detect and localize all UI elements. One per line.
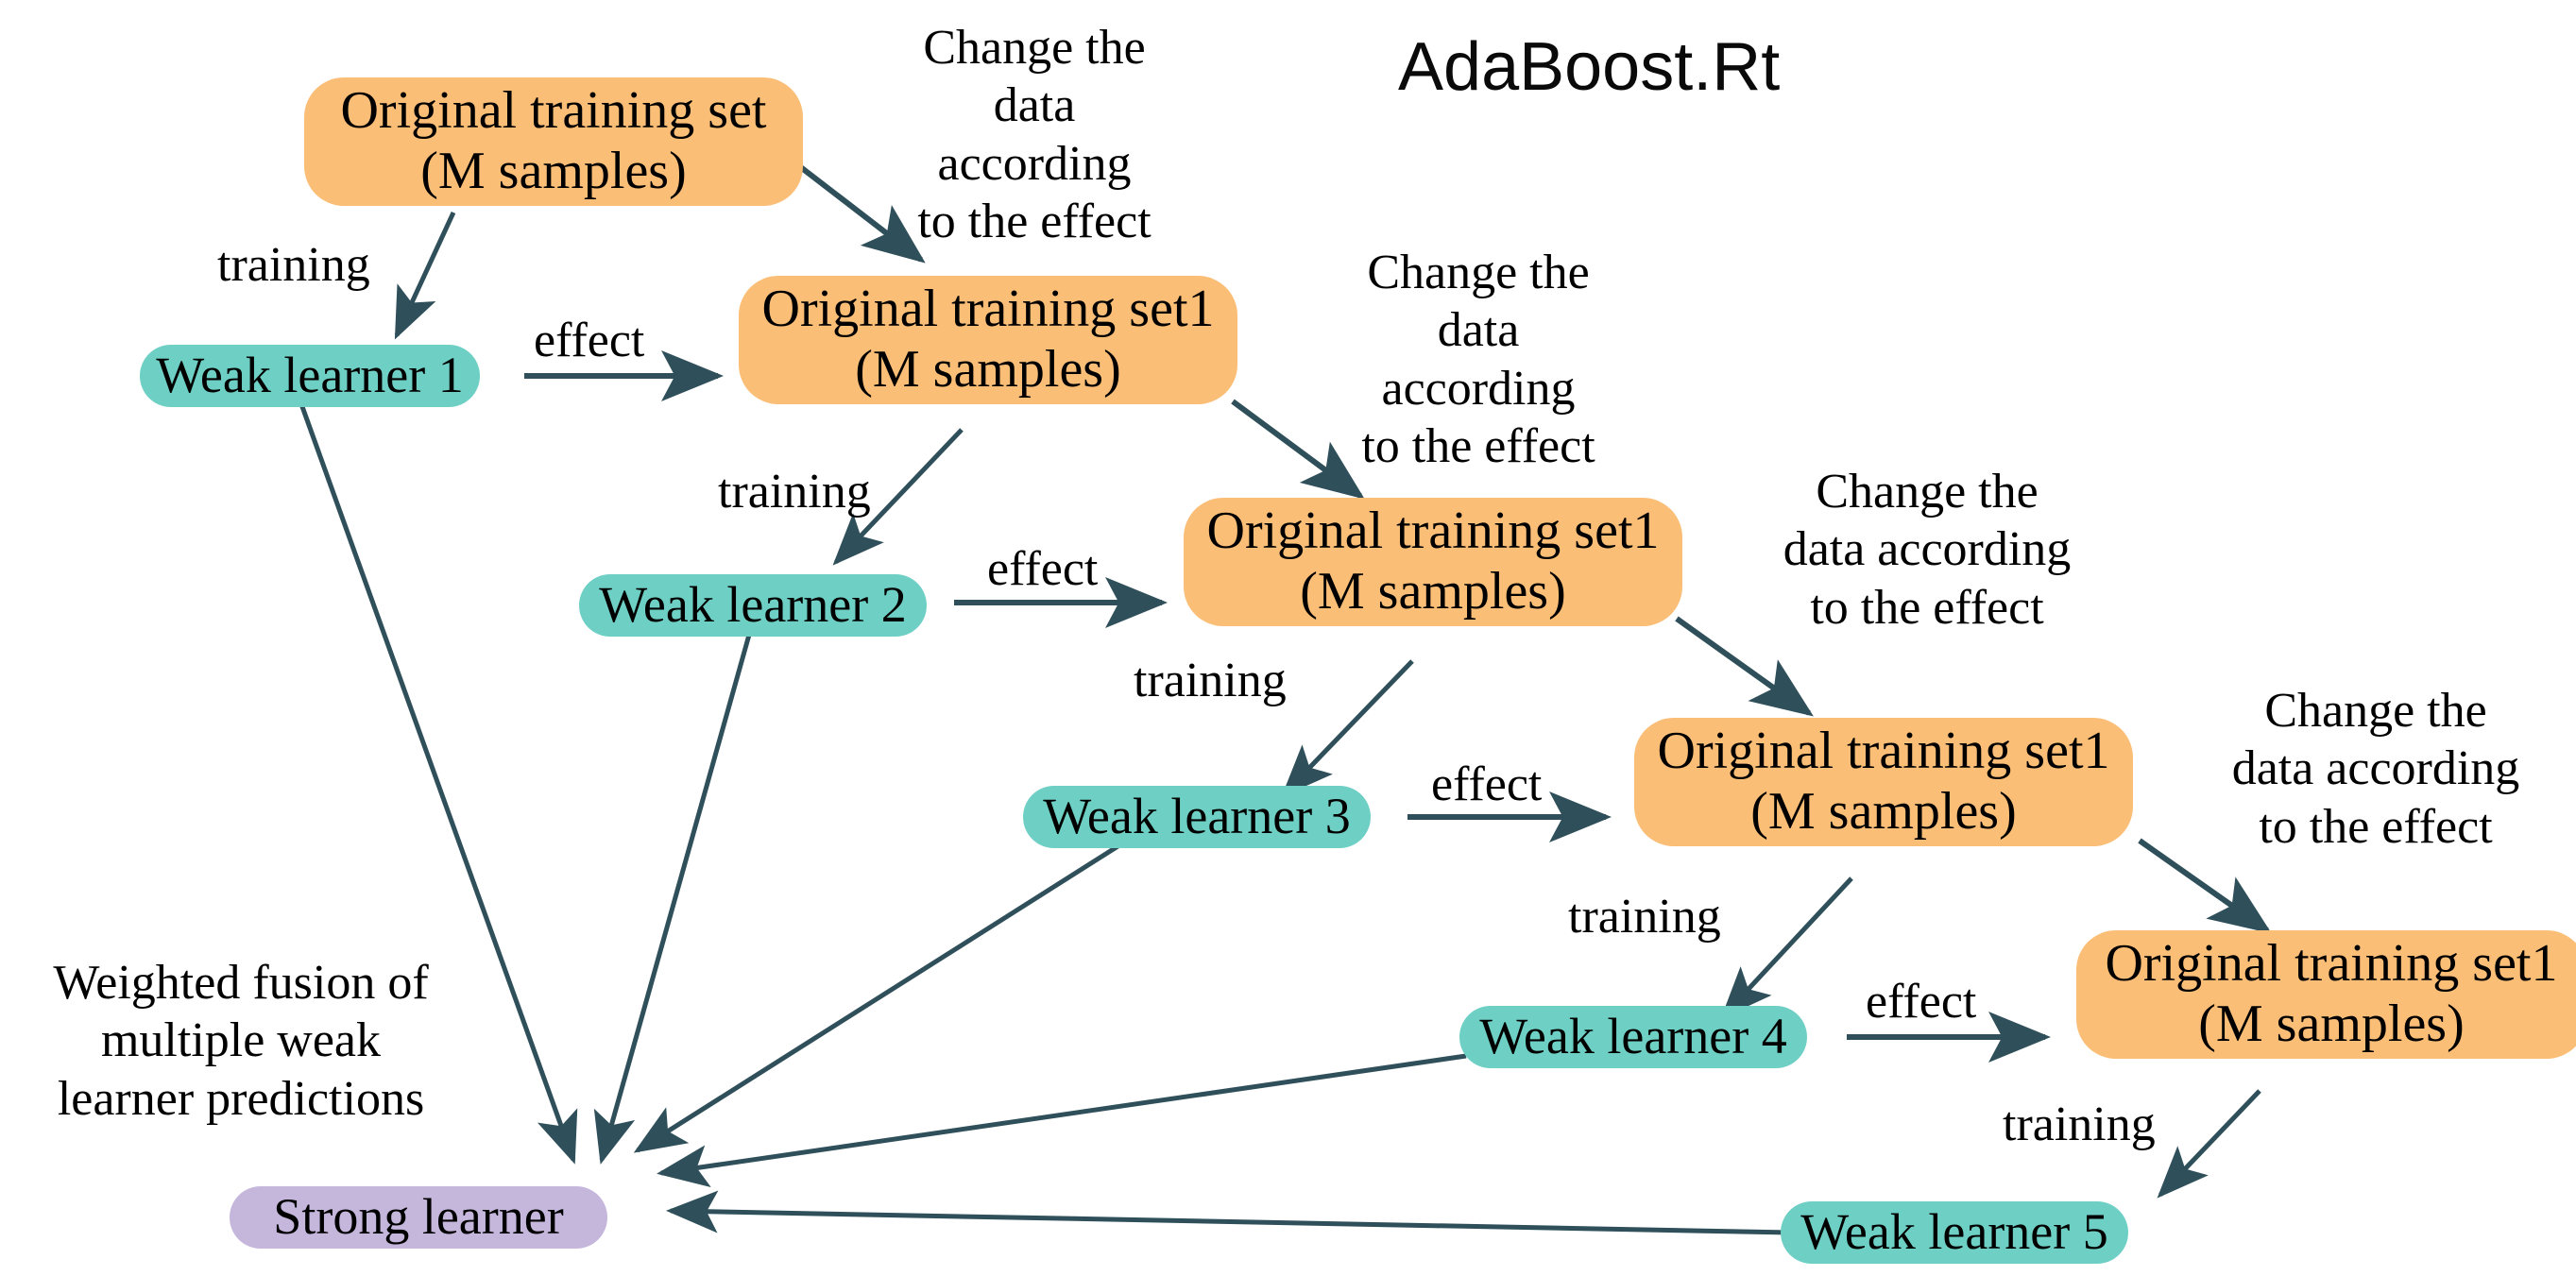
weak-learner-node-5[interactable]: Weak learner 5 [1781,1201,2128,1264]
effect-label-1: effect [534,314,645,367]
dataset-node-2-line1: Original training set1 [761,280,1215,339]
dataset-node-1-line2: (M samples) [420,142,687,200]
edge-fusion-5 [666,1190,1791,1235]
dataset-node-2[interactable]: Original training set1 (M samples) [739,276,1237,404]
dataset-node-4[interactable]: Original training set1 (M samples) [1634,718,2133,846]
dataset-node-4-line1: Original training set1 [1657,722,2110,781]
training-label-4: training [1568,890,1721,944]
effect-label-3: effect [1431,757,1543,811]
edge-training-5 [2157,1089,2261,1199]
weak-learner-node-5-label: Weak learner 5 [1800,1203,2108,1261]
edge-training-4 [1720,876,1853,1019]
training-label-1: training [217,238,370,292]
page-title: AdaBoost.Rt [1398,29,1781,105]
dataset-node-5-line2: (M samples) [2198,995,2465,1053]
weak-learner-node-1-label: Weak learner 1 [156,347,464,404]
training-label-5: training [2003,1097,2156,1151]
weak-learner-node-3-label: Weak learner 3 [1043,788,1351,845]
edge-fusion-3 [633,842,1121,1153]
weak-learner-node-1[interactable]: Weak learner 1 [140,345,480,407]
effect-label-4: effect [1866,975,1977,1029]
fusion-label: Weighted fusion of multiple weak learner… [53,956,429,1126]
dataset-node-4-line2: (M samples) [1750,782,2017,841]
effect-label-2: effect [987,542,1099,596]
edge-training-1 [394,211,456,340]
dataset-node-5-line1: Original training set1 [2105,934,2558,994]
change-label-2: Change the data according to the effect [1361,246,1595,474]
dataset-node-3-line2: (M samples) [1300,562,1566,621]
change-label-1: Change the data according to the effect [917,21,1152,249]
weak-learner-node-2-label: Weak learner 2 [599,576,907,634]
edge-fusion-2 [593,627,754,1165]
dataset-node-1[interactable]: Original training set (M samples) [304,77,803,206]
strong-learner-node[interactable]: Strong learner [230,1186,607,1249]
weak-learner-node-2[interactable]: Weak learner 2 [579,574,927,637]
dataset-node-3-line1: Original training set1 [1206,502,1660,561]
weak-learner-node-4[interactable]: Weak learner 4 [1459,1006,1807,1068]
strong-learner-node-label: Strong learner [273,1188,564,1246]
weak-learner-node-3[interactable]: Weak learner 3 [1023,786,1371,848]
change-label-3: Change the data according to the effect [1783,465,2072,635]
weak-learner-node-4-label: Weak learner 4 [1479,1008,1787,1065]
dataset-node-1-line1: Original training set [340,81,767,141]
edge-training-3 [1281,659,1414,797]
change-label-4: Change the data according to the effect [2231,684,2520,854]
dataset-node-2-line2: (M samples) [855,340,1121,399]
dataset-node-3[interactable]: Original training set1 (M samples) [1184,498,1682,626]
edge-fusion-4 [657,1053,1467,1188]
dataset-node-5[interactable]: Original training set1 (M samples) [2076,930,2576,1059]
training-label-2: training [718,465,871,519]
training-label-3: training [1134,654,1287,707]
